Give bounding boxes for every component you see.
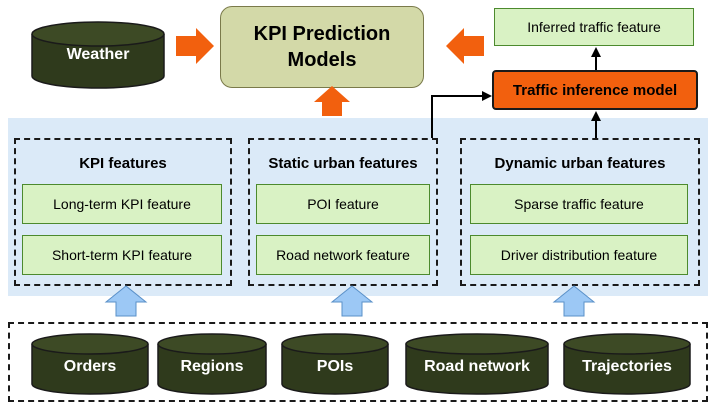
- source-label: Road network: [424, 358, 530, 375]
- kpi-features-group: [14, 138, 232, 286]
- kpi-models-line1: KPI Prediction: [253, 23, 391, 45]
- inferred-traffic-feature-label: Inferred traffic feature: [527, 19, 661, 35]
- source-orders: Orders: [30, 332, 150, 396]
- weather-source: Weather: [30, 20, 166, 90]
- cylinder-icon: [281, 333, 389, 395]
- source-trajectories: Trajectories: [562, 332, 692, 396]
- kpi-models-line2: Models: [287, 49, 357, 71]
- kpi-prediction-models-box: KPI Prediction Models: [220, 6, 424, 88]
- static-urban-features-title: Static urban features: [268, 155, 418, 172]
- dynamic-urban-features-title: Dynamic urban features: [494, 155, 666, 172]
- cylinder-icon: [563, 333, 691, 395]
- dynamic-urban-features-group: [460, 138, 700, 286]
- orange-arrow-up-icon: [314, 86, 350, 116]
- driver-distribution-feature: Driver distribution feature: [470, 235, 688, 275]
- static-urban-features-group: [248, 138, 438, 286]
- source-label: Regions: [180, 358, 244, 375]
- long-term-kpi-feature: Long-term KPI feature: [22, 184, 222, 224]
- cylinder-icon: [157, 333, 267, 395]
- poi-feature: POI feature: [256, 184, 430, 224]
- short-term-kpi-feature: Short-term KPI feature: [22, 235, 222, 275]
- source-regions: Regions: [156, 332, 268, 396]
- weather-label: Weather: [66, 46, 130, 63]
- cylinder-icon: [31, 21, 165, 89]
- road-network-feature: Road network feature: [256, 235, 430, 275]
- cylinder-icon: [405, 333, 549, 395]
- source-pois: POIs: [280, 332, 390, 396]
- data-sources-group: [8, 322, 708, 402]
- sparse-traffic-feature: Sparse traffic feature: [470, 184, 688, 224]
- source-label: Orders: [63, 358, 117, 375]
- orange-arrow-right-icon: [176, 28, 214, 64]
- cylinder-icon: [31, 333, 149, 395]
- traffic-inference-model-label: Traffic inference model: [512, 81, 678, 99]
- kpi-features-title: KPI features: [79, 155, 167, 172]
- traffic-inference-model-box: Traffic inference model: [492, 70, 698, 110]
- source-label: Trajectories: [582, 358, 672, 375]
- orange-arrow-left-icon: [446, 28, 484, 64]
- inferred-traffic-feature-box: Inferred traffic feature: [494, 8, 694, 46]
- arrowhead-icon: [591, 47, 601, 57]
- source-label: POIs: [316, 358, 354, 375]
- source-road-network: Road network: [404, 332, 550, 396]
- arrowhead-icon: [482, 91, 492, 101]
